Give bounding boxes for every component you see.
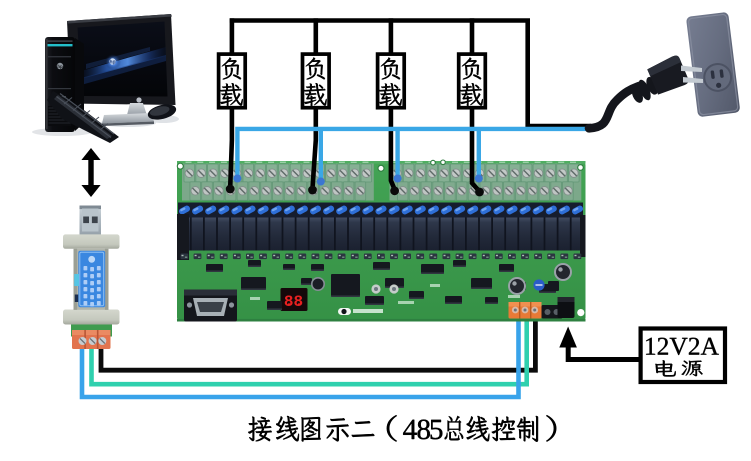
svg-text:88: 88 [284, 293, 303, 311]
svg-text:hp: hp [109, 60, 115, 66]
svg-text:hp: hp [57, 64, 63, 69]
